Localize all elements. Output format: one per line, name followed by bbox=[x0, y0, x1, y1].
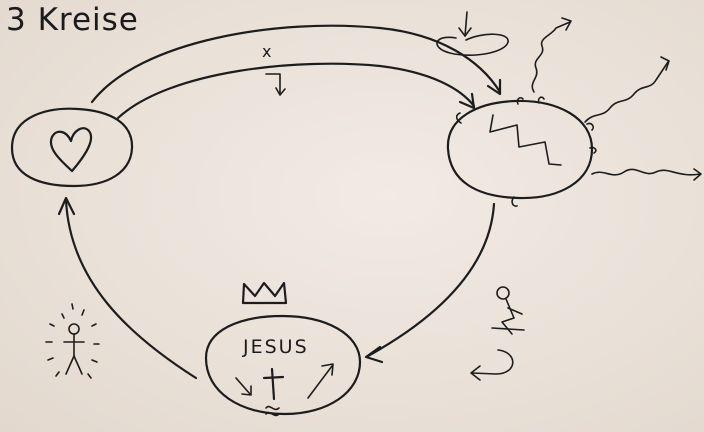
arc-jesus-to-heart bbox=[57, 196, 198, 380]
arc-world-to-jesus bbox=[364, 202, 496, 364]
zigzag-icon bbox=[489, 114, 562, 166]
down-right-arrow-inside bbox=[235, 377, 252, 396]
diagram-title: 3 Kreise bbox=[6, 2, 139, 38]
heart-icon bbox=[49, 127, 93, 173]
radiant-person-icon bbox=[45, 303, 100, 379]
jesus-label: JESUS bbox=[243, 336, 309, 358]
wavy-ray-bottom bbox=[591, 168, 702, 181]
jesus-circle bbox=[204, 314, 362, 416]
world-hooks bbox=[455, 96, 597, 207]
wavy-ray-top bbox=[531, 17, 572, 93]
u-turn-arrow bbox=[470, 349, 514, 381]
kneeling-person-icon bbox=[491, 286, 525, 335]
tilde-mark bbox=[265, 405, 280, 417]
cross-icon bbox=[262, 367, 285, 401]
world-circle bbox=[446, 99, 594, 200]
heart-circle bbox=[10, 107, 134, 188]
arc-heart-to-world-inner bbox=[116, 62, 476, 120]
up-right-arrow-inside bbox=[307, 363, 334, 399]
small-turn-arrow bbox=[265, 73, 286, 96]
arrow-marker-x: x bbox=[262, 42, 272, 61]
down-arrow-loop bbox=[436, 11, 509, 56]
arc-heart-to-world-outer bbox=[90, 24, 502, 104]
wavy-ray-middle bbox=[584, 56, 670, 123]
crown-icon bbox=[241, 281, 288, 305]
